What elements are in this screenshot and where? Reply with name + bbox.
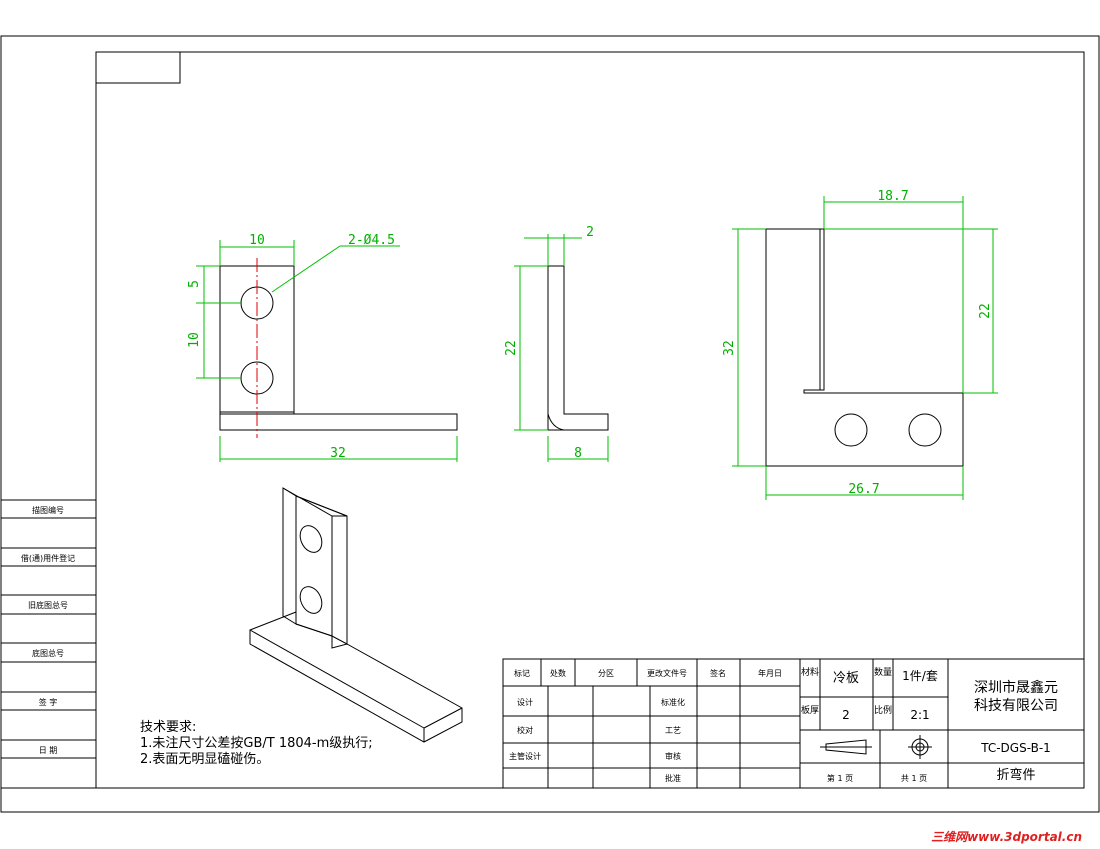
plan-view	[765, 228, 964, 467]
left-strip-1: 借(通)用件登记	[21, 553, 75, 563]
tb-review: 审核	[665, 751, 681, 761]
notes-line-1: 1.未注尺寸公差按GB/T 1804-m级执行;	[140, 736, 373, 751]
tb-scale: 2:1	[910, 708, 929, 722]
tb-header-6: 年月日	[758, 668, 782, 678]
tb-standard: 标准化	[661, 697, 685, 707]
side-view	[547, 265, 609, 431]
dim-side-height: 22	[504, 340, 519, 356]
tb-material-label: 材料	[801, 666, 819, 678]
tb-process: 工艺	[665, 726, 681, 735]
dim-side-thickness: 2	[586, 225, 594, 240]
front-view	[219, 258, 458, 438]
plan-hole-1	[834, 413, 868, 447]
corner-box	[95, 51, 181, 84]
tb-header-3: 分区	[598, 669, 614, 678]
tb-sheet-total: 共 1 页	[901, 774, 927, 783]
tb-company: 深圳市晟鑫元	[974, 679, 1058, 696]
dim-plan-height: 32	[722, 340, 737, 356]
tb-sheet-no: 第 1 页	[827, 773, 853, 783]
tb-approve: 批准	[665, 773, 681, 783]
notes-line-2: 2.表面无明显磕碰伤。	[140, 752, 270, 767]
tb-drawing-no: TC-DGS-B-1	[980, 741, 1051, 755]
tb-row-design: 设计	[517, 697, 533, 707]
tb-thickness: 2	[842, 708, 850, 722]
tb-header-2: 处数	[550, 668, 566, 678]
tb-scale-label: 比例	[874, 704, 892, 716]
dim-side-base: 8	[574, 446, 582, 461]
plan-dimensions	[732, 196, 998, 500]
watermark: 三维网www.3dportal.cn	[931, 830, 1082, 844]
tb-qty-label: 数量	[874, 666, 892, 678]
left-strip-5: 日 期	[39, 746, 58, 755]
dim-hole-spec: 2-Ø4.5	[348, 233, 395, 248]
tb-header-1: 标记	[514, 668, 530, 678]
tb-thickness-label: 板厚	[801, 704, 819, 716]
dim-plan-top: 18.7	[877, 189, 908, 204]
dim-front-length: 32	[330, 446, 346, 461]
outer-frame	[0, 35, 1100, 813]
dim-plan-bottom: 26.7	[848, 482, 879, 497]
tb-header-5: 签名	[710, 668, 726, 678]
left-strip	[1, 499, 96, 759]
projection-symbol	[820, 735, 932, 759]
dim-front-width: 10	[249, 233, 265, 248]
tb-row-chief: 主管设计	[509, 751, 541, 761]
tb-part-name: 折弯件	[996, 767, 1035, 783]
isometric-view	[249, 487, 463, 743]
tb-row-check: 校对	[517, 725, 533, 735]
front-dimensions	[196, 240, 458, 462]
title-block	[502, 658, 1085, 789]
tb-qty: 1件/套	[902, 669, 938, 683]
left-strip-top: 描图编号	[32, 505, 64, 515]
dim-front-pitch: 10	[187, 332, 202, 348]
left-strip-4: 签 字	[39, 697, 58, 707]
tb-material: 冷板	[833, 671, 859, 686]
dim-plan-right: 22	[978, 303, 993, 319]
notes-heading: 技术要求:	[140, 720, 197, 735]
side-dimensions	[514, 234, 609, 462]
technical-notes: 技术要求: 1.未注尺寸公差按GB/T 1804-m级执行; 2.表面无明显磕碰…	[140, 720, 373, 768]
left-strip-3: 底图总号	[32, 648, 64, 658]
dim-front-offset: 5	[187, 280, 202, 288]
tb-company-2: 科技有限公司	[974, 698, 1058, 714]
tb-header-4: 更改文件号	[647, 668, 687, 678]
plan-hole-2	[908, 413, 942, 447]
left-strip-2: 旧底图总号	[28, 600, 68, 610]
